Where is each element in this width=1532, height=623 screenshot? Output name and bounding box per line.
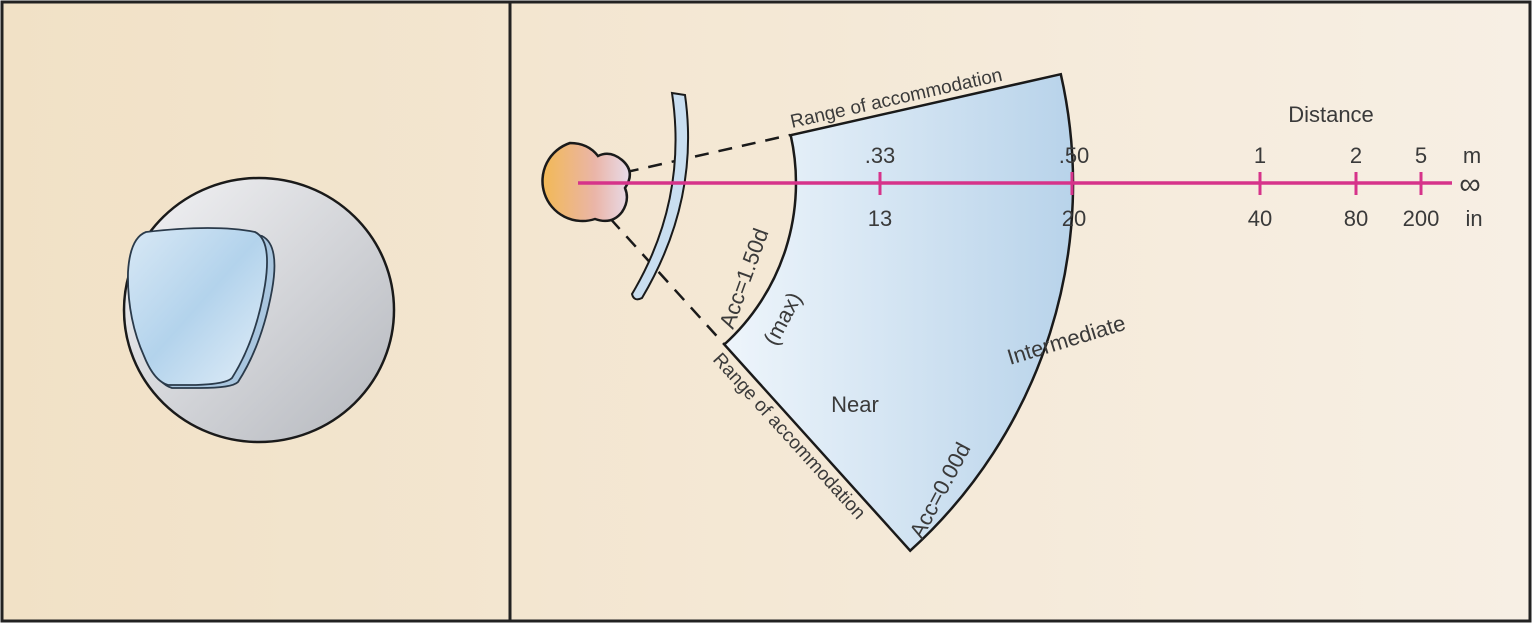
near-label: Near xyxy=(831,392,879,417)
tick-label-in: 40 xyxy=(1248,206,1272,231)
tick-label-m: 5 xyxy=(1415,143,1427,168)
tick-label-in: 13 xyxy=(868,206,892,231)
unit-m: m xyxy=(1463,143,1481,168)
axis-ticks xyxy=(878,172,1423,195)
tick-label-in: 80 xyxy=(1344,206,1368,231)
tick-label-in: 200 xyxy=(1403,206,1440,231)
tick-label-m: 1 xyxy=(1254,143,1266,168)
accommodation-sector xyxy=(722,72,1075,553)
tick-label-m: 2 xyxy=(1350,143,1362,168)
infinity-symbol: ∞ xyxy=(1459,168,1480,201)
tick-label-m: .50 xyxy=(1059,143,1090,168)
tick-label-m: .33 xyxy=(865,143,896,168)
distance-title: Distance xyxy=(1288,102,1374,127)
spectacle-lens-illustration xyxy=(122,176,396,444)
unit-in: in xyxy=(1465,206,1482,231)
tick-label-in: 20 xyxy=(1062,206,1086,231)
